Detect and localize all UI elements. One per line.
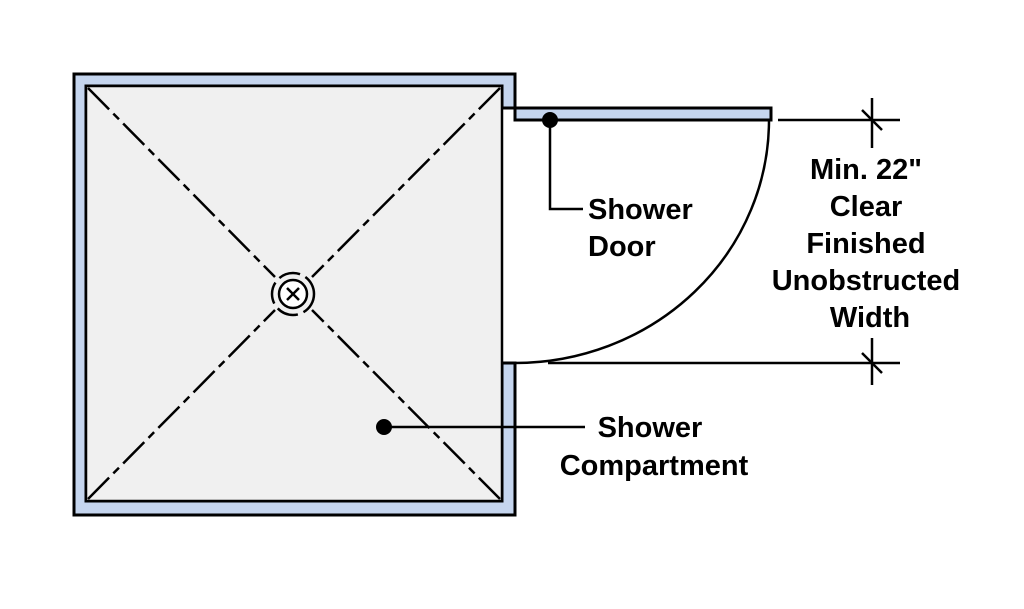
clearance-label-line1: Min. 22" xyxy=(810,154,922,186)
dimension-tick-top xyxy=(861,109,883,131)
shower-door-panel xyxy=(513,106,773,122)
clearance-label-line4: Unobstructed xyxy=(772,265,961,297)
shower-door-leader xyxy=(542,112,583,211)
clearance-dimension xyxy=(548,98,900,385)
shower-door-label: Shower Door xyxy=(588,194,701,263)
clearance-label-line3: Finished xyxy=(806,228,925,260)
shower-door-label-line2: Door xyxy=(588,231,656,263)
slope-line-top-left xyxy=(87,87,276,278)
clearance-label-line5: Width xyxy=(830,302,910,334)
slope-line-bottom-right xyxy=(311,309,501,500)
floor-slope-lines xyxy=(87,87,501,500)
slope-line-top-right xyxy=(311,87,501,278)
shower-compartment-label-line1: Shower xyxy=(598,412,703,444)
shower-compartment-label-line2: Compartment xyxy=(560,450,749,482)
clearance-label: Min. 22" Clear Finished Unobstructed Wid… xyxy=(772,154,969,334)
shower-compartment-leader xyxy=(376,419,585,435)
clearance-label-line2: Clear xyxy=(830,191,903,223)
dimension-tick-bottom xyxy=(861,352,883,374)
slope-line-bottom-left xyxy=(87,309,276,500)
shower-compartment-label: Shower Compartment xyxy=(560,412,749,482)
shower-door-label-line1: Shower xyxy=(588,194,693,226)
door-swing-arc xyxy=(514,119,771,365)
drain-icon xyxy=(270,271,316,317)
